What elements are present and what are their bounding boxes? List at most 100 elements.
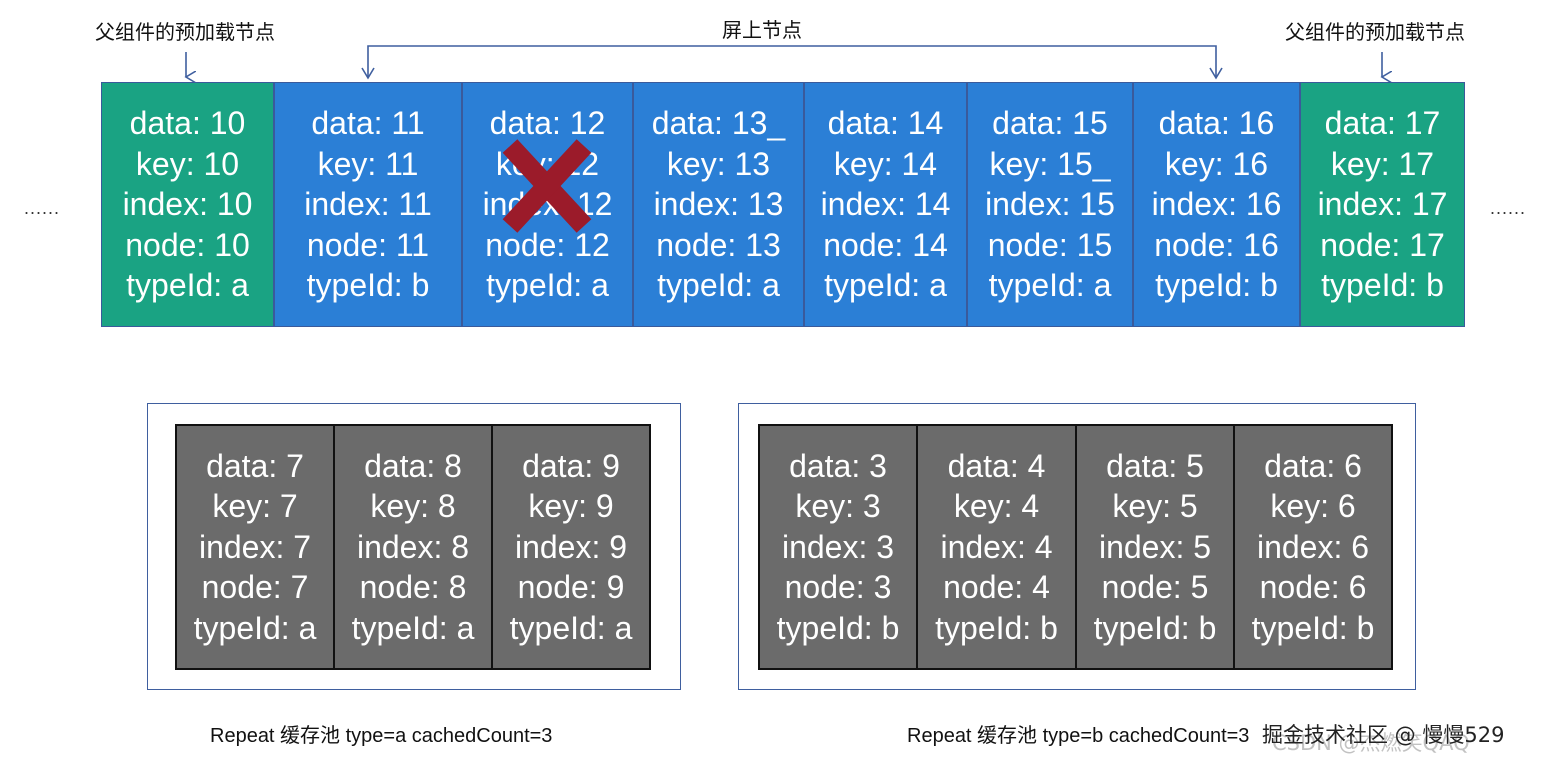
node-field: index: 8	[356, 528, 470, 565]
pool-a-caption: Repeat 缓存池 type=a cachedCount=3	[210, 725, 553, 747]
node-field: data: 15	[992, 105, 1108, 142]
node-field: key: 8	[370, 488, 456, 525]
node-field: index: 10	[122, 186, 253, 223]
node-field: node: 5	[1101, 569, 1209, 606]
node-field: typeId: a	[509, 609, 633, 646]
arrowhead-onscreen-right	[1209, 67, 1223, 80]
node-field: data: 9	[522, 447, 620, 484]
preload-label-right: 父组件的预加载节点	[1285, 22, 1465, 44]
pool-b-caption: Repeat 缓存池 type=b cachedCount=3	[907, 725, 1250, 747]
node-field: node: 17	[1320, 226, 1445, 263]
node-field: typeId: b	[1251, 609, 1375, 646]
node-field: key: 13	[666, 145, 771, 182]
node-field: typeId: b	[1155, 267, 1278, 304]
node-field: node: 3	[784, 569, 892, 606]
node-field: data: 13_	[651, 105, 786, 142]
node-field: data: 3	[789, 447, 887, 484]
node-field: key: 15_	[989, 145, 1111, 182]
node-field: key: 10	[135, 145, 240, 182]
node-field: data: 4	[947, 447, 1046, 484]
node-field: typeId: a	[486, 267, 609, 304]
node-field: key: 9	[528, 488, 614, 525]
node-field: data: 12	[489, 105, 606, 142]
node-field: typeId: b	[306, 267, 430, 304]
node-field: typeId: a	[657, 267, 780, 304]
node-field: index: 15	[985, 186, 1115, 223]
preload-label-left: 父组件的预加载节点	[95, 22, 275, 44]
node-field: data: 16	[1158, 105, 1275, 142]
node-field: node: 10	[125, 226, 250, 263]
node-field: key: 14	[833, 145, 938, 182]
node-field: index: 7	[198, 528, 312, 565]
node-field: node: 9	[517, 569, 625, 606]
node-field: data: 11	[311, 105, 425, 142]
node-field: typeId: a	[126, 267, 249, 304]
node-field: node: 14	[823, 226, 948, 263]
node-field: typeId: b	[1321, 267, 1444, 304]
pool-b-frame	[738, 403, 1416, 690]
node-field: key: 11	[317, 145, 419, 182]
node-field: data: 6	[1264, 447, 1362, 484]
node-field: index: 9	[514, 528, 628, 565]
node-field: index: 6	[1256, 528, 1370, 565]
node-field: data: 14	[827, 105, 944, 142]
node-field: key: 7	[212, 488, 298, 525]
node-field: key: 4	[953, 488, 1040, 525]
node-field: node: 15	[987, 226, 1113, 263]
bracket-onscreen	[367, 45, 1217, 78]
node-field: node: 11	[306, 226, 430, 263]
node-field: index: 17	[1317, 186, 1448, 223]
node-field: data: 5	[1106, 447, 1204, 484]
node-field: index: 4	[940, 528, 1053, 565]
watermark-ghost: CSDN @杰燃笑QAQ	[1272, 731, 1470, 755]
node-field: index: 16	[1151, 186, 1282, 223]
node-field: key: 16	[1164, 145, 1269, 182]
node-field: node: 13	[656, 226, 781, 263]
arrowhead-onscreen-left	[361, 67, 375, 80]
node-field: index: 5	[1098, 528, 1212, 565]
node-field: node: 6	[1259, 569, 1367, 606]
node-field: node: 8	[359, 569, 467, 606]
node-field: index: 13	[653, 186, 784, 223]
node-field: typeId: b	[935, 609, 1058, 646]
node-field: typeId: b	[776, 609, 900, 646]
node-field: key: 17	[1330, 145, 1435, 182]
node-field: typeId: b	[1093, 609, 1217, 646]
node-field: key: 6	[1270, 488, 1356, 525]
onscreen-label: 屏上节点	[722, 20, 802, 42]
node-field: key: 3	[795, 488, 881, 525]
node-field: node: 12	[485, 226, 610, 263]
node-field: node: 16	[1154, 226, 1279, 263]
watermark: 掘金技术社区 @ 慢慢529	[1262, 723, 1505, 747]
node-field: data: 8	[364, 447, 462, 484]
node-field: typeId: a	[193, 609, 317, 646]
node-field: index: 3	[781, 528, 895, 565]
node-field: index: 11	[304, 186, 432, 223]
ellipsis-right: ......	[1490, 198, 1527, 218]
node-field: data: 17	[1324, 105, 1441, 142]
node-field: typeId: a	[351, 609, 475, 646]
node-field: key: 5	[1112, 488, 1198, 525]
ellipsis-left: ......	[24, 198, 61, 218]
node-field: data: 7	[206, 447, 304, 484]
node-field: node: 7	[201, 569, 309, 606]
node-field: typeId: a	[988, 267, 1112, 304]
